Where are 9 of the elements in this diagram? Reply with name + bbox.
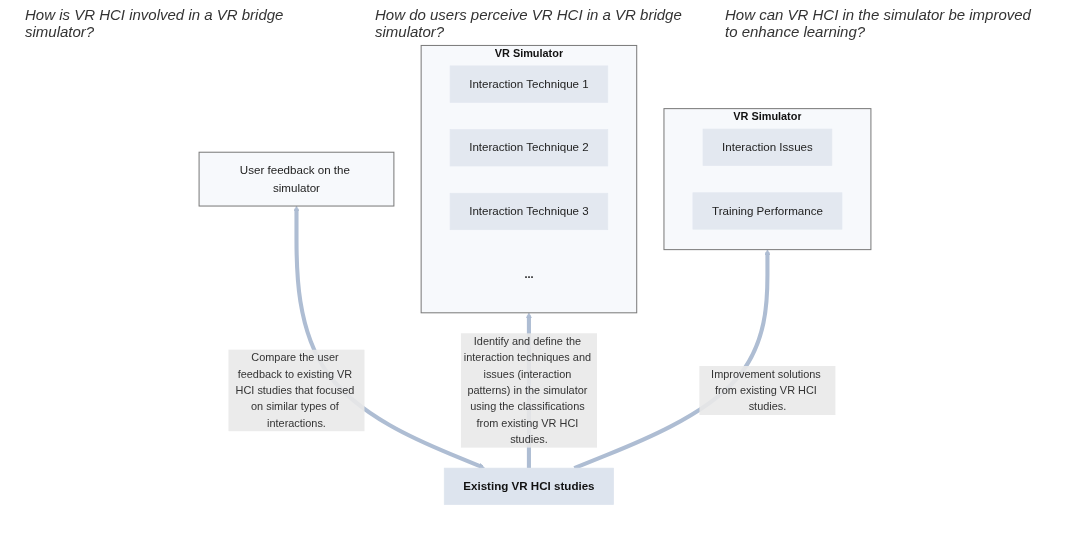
edge-label: Identify and define the interaction techniques and issues (interaction patterns) in the simulator using the classifications from existing VR HCI studies. [463, 335, 592, 445]
question-text: How can VR HCI in the simulator be improved to enhance learning? [725, 6, 1032, 40]
edge-label: Compare the user feedback to existing VR HCI studies that focused on similar types of interactions. [235, 351, 355, 429]
question-text: How do users perceive VR HCI in a VR bridge simulator? [375, 6, 683, 40]
question-text: How is VR HCI involved in a VR bridge simulator? [25, 6, 285, 40]
node-text: ... [524, 268, 534, 281]
node-box: User feedback on the simulator [198, 151, 395, 207]
node-box: Existing VR HCI studies [443, 467, 614, 505]
edge-label: Improvement solutions from existing VR HCI studies. [711, 367, 821, 413]
